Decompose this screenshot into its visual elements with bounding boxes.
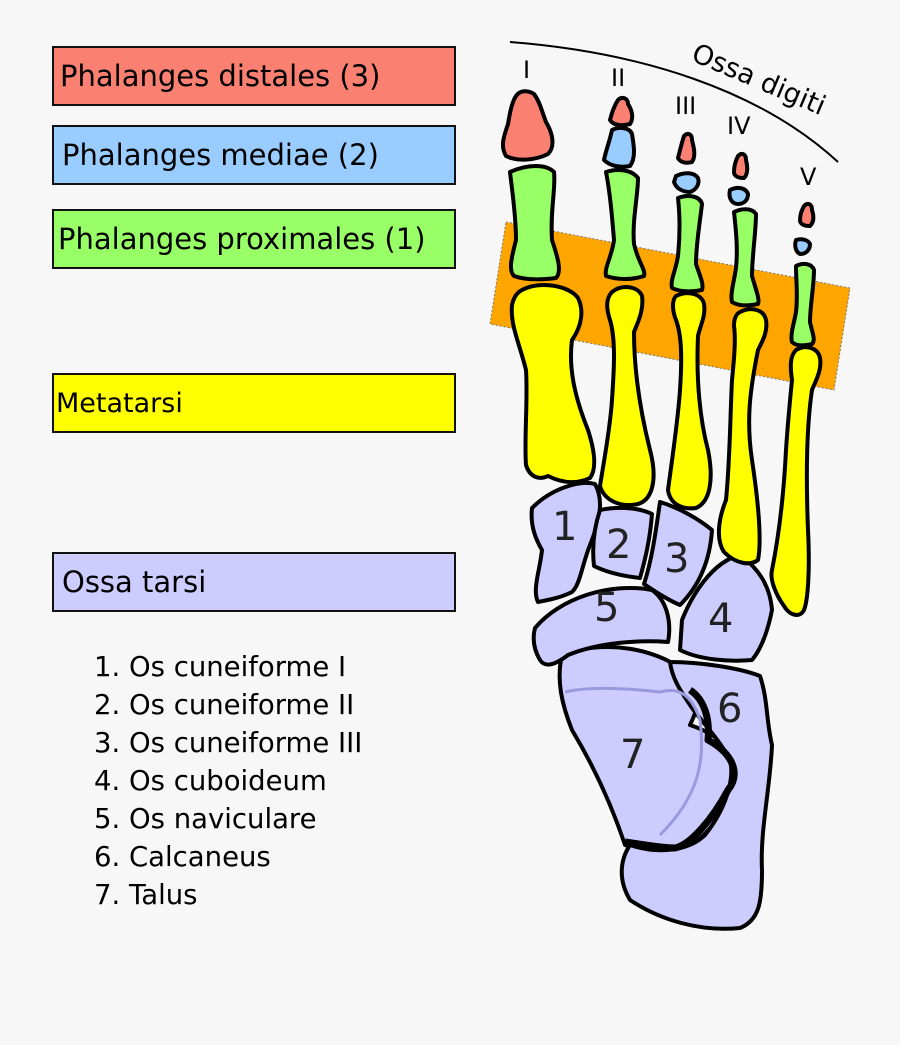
digit-label-1: I: [523, 56, 530, 84]
proximal-phalanx-5-bone: [789, 261, 816, 348]
list-item: 2. Os cuneiforme II: [94, 689, 355, 721]
digits-title: Ossa digiti: [687, 38, 830, 122]
legend-tarsals: Ossa tarsi: [52, 552, 456, 612]
list-item: 6. Calcaneus: [94, 841, 271, 873]
proximal-phalanx-2-bone: [603, 168, 647, 281]
talus-articular-line: [564, 686, 704, 837]
list-item: 5. Os naviculare: [94, 803, 317, 835]
proximal-phalanx-1-bone: [508, 164, 561, 282]
list-item: 3. Os cuneiforme III: [94, 727, 363, 759]
legend-distal-label: Phalanges distales (3): [60, 59, 381, 93]
list-item: 1. Os cuneiforme I: [94, 651, 347, 683]
legend-distal-phalanges: Phalanges distales (3): [52, 46, 456, 106]
digit-label-4: IV: [727, 112, 751, 140]
cuneiform-2-bone: [591, 505, 654, 580]
tarsal-number-4: 4: [708, 596, 733, 642]
metatarsal-1-bone: [509, 282, 597, 485]
tarsal-bone-list: 1. Os cuneiforme I 2. Os cuneiforme II 3…: [94, 648, 362, 914]
tarsal-number-1: 1: [552, 504, 577, 550]
distal-phalanx-2-bone: [608, 95, 635, 128]
distal-phalanx-4-bone: [732, 151, 750, 180]
legend-meta-label: Metatarsi: [56, 387, 183, 419]
proximal-phalanx-3-bone: [669, 194, 705, 294]
legend-middle-phalanges: Phalanges mediae (2): [52, 125, 456, 185]
legend-proximal-label: Phalanges proximales (1): [58, 222, 426, 256]
legend-mediae-label: Phalanges mediae (2): [62, 138, 379, 172]
metatarsal-4-bone: [717, 307, 769, 566]
middle-phalanx-5-bone: [793, 237, 812, 256]
distal-phalanx-1-bone: [500, 89, 555, 162]
proximal-phalanx-4-bone: [729, 207, 761, 308]
distal-phalanx-3-bone: [676, 131, 697, 165]
metatarsal-3-bone: [666, 291, 713, 511]
digit-label-5: V: [800, 163, 817, 191]
navicular-bone: [531, 585, 672, 667]
legend-metatarsals: Metatarsi: [52, 373, 456, 433]
list-item: 7. Talus: [94, 879, 198, 911]
digit-label-3: III: [675, 92, 696, 120]
digit-label-2: II: [611, 64, 625, 92]
legend-proximal-phalanges: Phalanges proximales (1): [52, 209, 456, 269]
metatarsal-2-bone: [598, 285, 656, 507]
tarsal-number-3: 3: [664, 536, 689, 582]
tarsal-number-2: 2: [606, 522, 631, 568]
cuneiform-1-bone: [529, 481, 602, 604]
tarsal-number-5: 5: [594, 585, 619, 631]
tarsal-number-7: 7: [620, 732, 645, 778]
subtalar-joint-line: [624, 687, 738, 852]
cuneiform-3-bone: [642, 500, 714, 607]
cuboid-bone: [678, 553, 774, 663]
distal-phalanx-5-bone: [798, 201, 816, 228]
metatarsal-5-bone: [769, 345, 823, 617]
legend-tarsi-label: Ossa tarsi: [62, 565, 207, 599]
middle-phalanx-2-bone: [602, 125, 636, 169]
middle-phalanx-3-bone: [672, 171, 701, 194]
tarsal-number-6: 6: [717, 686, 742, 732]
list-item: 4. Os cuboideum: [94, 765, 327, 797]
digits-arc: [509, 41, 839, 163]
middle-phalanx-4-bone: [727, 185, 750, 206]
